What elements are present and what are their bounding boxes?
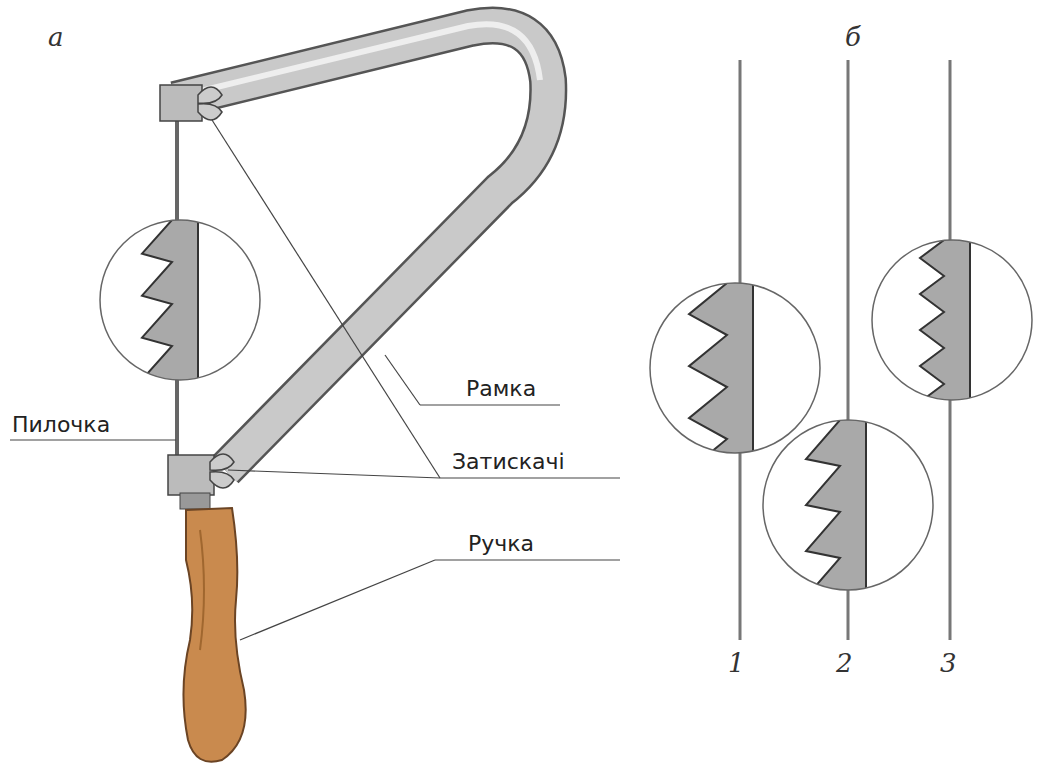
magnified-teeth (100, 178, 260, 430)
part-name: Затискачі (452, 451, 565, 473)
callout-number: 3 (940, 650, 957, 676)
part-name: Рамка (466, 378, 536, 400)
part-letter: б (845, 24, 861, 50)
part-name: Ручка (468, 533, 534, 555)
part-name: Пилочка (12, 414, 110, 436)
magnified-teeth (872, 204, 1032, 456)
callout-number: 2 (836, 650, 853, 676)
part-letter: а (48, 24, 64, 50)
callout-number: 1 (728, 650, 745, 676)
magnified-teeth (763, 374, 933, 650)
